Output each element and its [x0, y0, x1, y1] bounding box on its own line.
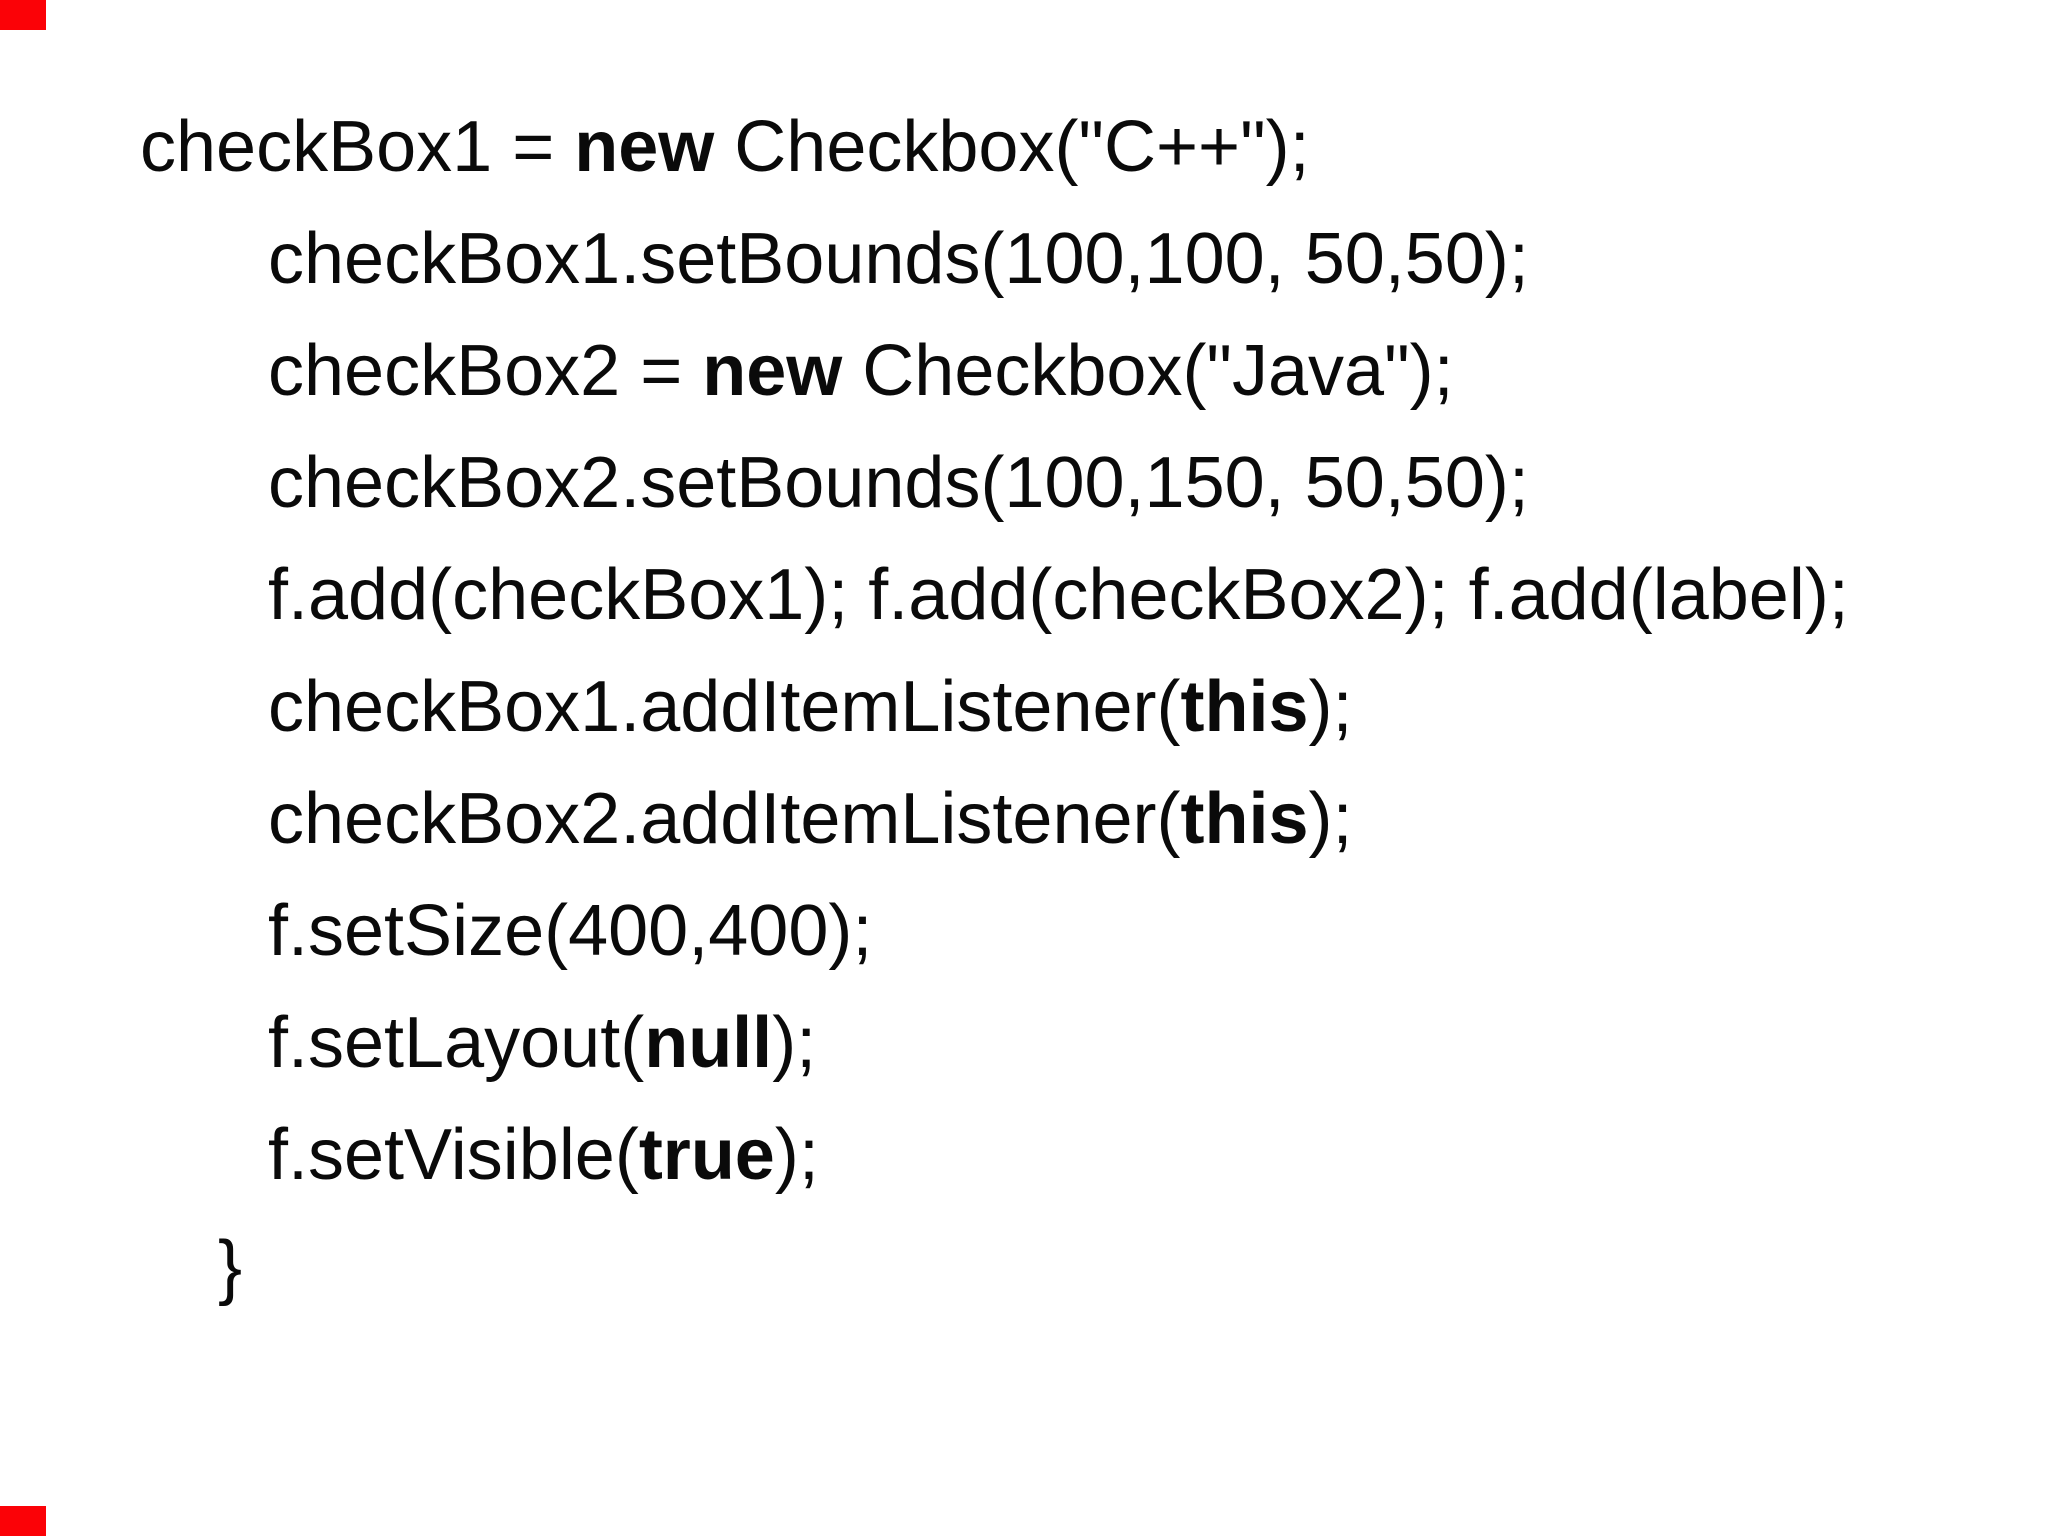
code-line: checkBox2 = new Checkbox("Java"); — [0, 315, 2048, 427]
code-text: ); — [1308, 779, 1353, 859]
code-text: checkBox1 = — [140, 107, 575, 187]
code-block: checkBox1 = new Checkbox("C++");checkBox… — [0, 91, 2048, 1323]
code-line: checkBox1.setBounds(100,100, 50,50); — [0, 203, 2048, 315]
code-keyword: new — [702, 331, 843, 411]
code-line: f.setVisible(true); — [0, 1099, 2048, 1211]
code-keyword: null — [644, 1003, 773, 1083]
code-text: ); — [774, 1115, 819, 1195]
code-text: f.setSize(400,400); — [268, 891, 873, 971]
code-keyword: this — [1180, 667, 1309, 747]
code-text: checkBox2.addItemListener( — [268, 779, 1181, 859]
code-text: Checkbox("Java"); — [842, 331, 1454, 411]
code-text: f.setLayout( — [268, 1003, 645, 1083]
red-corner-mark-top-left — [0, 0, 46, 30]
code-text: checkBox1.setBounds(100,100, 50,50); — [268, 219, 1529, 299]
code-text: checkBox1.addItemListener( — [268, 667, 1181, 747]
code-line: checkBox1.addItemListener(this); — [0, 651, 2048, 763]
code-line: f.setLayout(null); — [0, 987, 2048, 1099]
code-text: Checkbox("C++"); — [714, 107, 1310, 187]
code-line: checkBox2.setBounds(100,150, 50,50); — [0, 427, 2048, 539]
code-text: checkBox2 = — [268, 331, 703, 411]
code-keyword: new — [574, 107, 715, 187]
code-keyword: true — [638, 1115, 775, 1195]
code-text: checkBox2.setBounds(100,150, 50,50); — [268, 443, 1529, 523]
code-line: checkBox2.addItemListener(this); — [0, 763, 2048, 875]
code-line: f.add(checkBox1); f.add(checkBox2); f.ad… — [0, 539, 2048, 651]
code-text: ); — [1308, 667, 1353, 747]
code-line: checkBox1 = new Checkbox("C++"); — [0, 91, 2048, 203]
code-line: } — [0, 1211, 2048, 1323]
code-keyword: this — [1180, 779, 1309, 859]
code-text: } — [218, 1227, 243, 1307]
code-text: ); — [772, 1003, 817, 1083]
red-corner-mark-bottom-left — [0, 1506, 46, 1536]
code-text: f.add(checkBox1); f.add(checkBox2); f.ad… — [268, 555, 1849, 635]
code-line: f.setSize(400,400); — [0, 875, 2048, 987]
code-text: f.setVisible( — [268, 1115, 639, 1195]
